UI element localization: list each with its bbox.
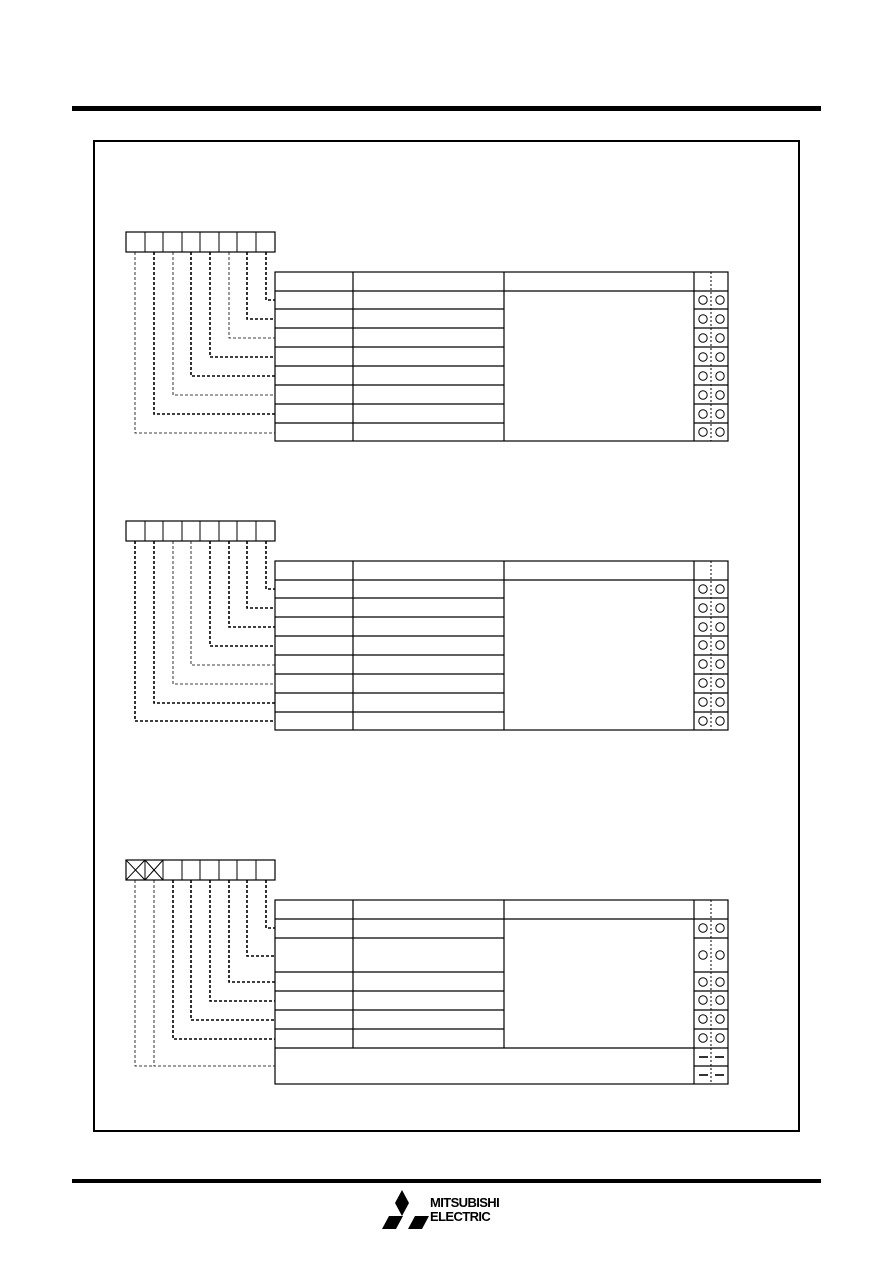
- brand-logo-text: MITSUBISHI ELECTRIC: [430, 1195, 500, 1224]
- brand-line-2: ELECTRIC: [430, 1209, 491, 1224]
- mitsubishi-logo-icon: [382, 1190, 429, 1229]
- top-rule: [72, 106, 821, 111]
- content-frame: [93, 140, 800, 1132]
- bottom-rule: [72, 1179, 821, 1183]
- register-diagram-2: [125, 520, 729, 731]
- register-diagram-3: [125, 859, 729, 1085]
- brand-line-1: MITSUBISHI: [430, 1195, 500, 1210]
- register-diagram-1: [125, 231, 729, 442]
